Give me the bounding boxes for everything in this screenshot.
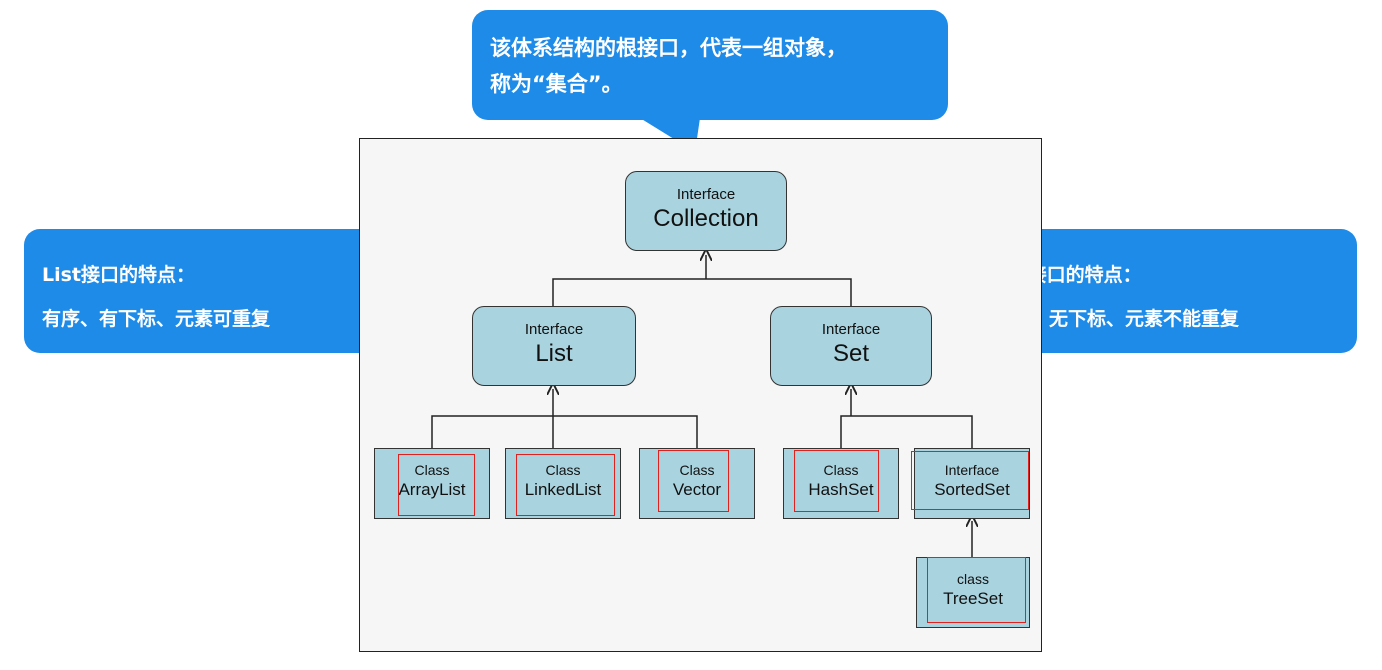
node-kind: Interface xyxy=(821,321,881,338)
node-name: Set xyxy=(832,340,870,367)
node-name: Collection xyxy=(653,205,759,232)
node-kind: Interface xyxy=(676,186,736,203)
connector-list-classes xyxy=(431,415,698,449)
connector-set-children xyxy=(840,415,973,449)
highlight-vector xyxy=(658,450,729,512)
node-collection: Interface Collection xyxy=(625,171,787,251)
node-name: LinkedList xyxy=(524,480,602,499)
node-kind: Interface xyxy=(524,321,584,338)
node-name: SortedSet xyxy=(934,480,1010,499)
list-callout-desc: 有序、有下标、元素可重复 xyxy=(42,308,271,330)
connector-list-set xyxy=(552,278,852,309)
highlight-sortedset xyxy=(911,451,1029,510)
node-kind: Class xyxy=(545,462,581,478)
callout-top-line1: 该体系结构的根接口，代表一组对象， xyxy=(490,36,847,60)
node-hashset: Class HashSet xyxy=(783,448,899,519)
node-name: ArrayList xyxy=(398,480,466,499)
node-kind: Class xyxy=(414,462,450,478)
node-name: HashSet xyxy=(808,480,874,499)
hierarchy-diagram: Interface Collection Interface List Inte… xyxy=(359,138,1042,652)
node-treeset: class TreeSet xyxy=(916,557,1030,628)
node-list: Interface List xyxy=(472,306,636,386)
set-callout-title: Set接口的特点： xyxy=(992,264,1142,286)
node-kind: Interface xyxy=(944,462,1000,478)
list-callout: List接口的特点： 有序、有下标、元素可重复 xyxy=(24,229,408,353)
node-arraylist: Class ArrayList xyxy=(374,448,490,519)
node-kind: Class xyxy=(823,462,859,478)
connector-lines xyxy=(431,139,1043,557)
node-name: TreeSet xyxy=(943,589,1003,608)
node-linkedlist: Class LinkedList xyxy=(505,448,621,519)
root-interface-callout: 该体系结构的根接口，代表一组对象， 称为“集合”。 xyxy=(472,10,948,120)
node-kind: class xyxy=(957,571,989,587)
node-name: List xyxy=(535,340,573,367)
list-callout-title: List接口的特点： xyxy=(42,264,196,286)
node-name: Vector xyxy=(672,480,722,499)
node-set: Interface Set xyxy=(770,306,932,386)
set-callout-desc: 无序、无下标、元素不能重复 xyxy=(992,308,1240,330)
callout-top-line2: 称为“集合”。 xyxy=(490,72,623,96)
highlight-linkedlist xyxy=(516,454,615,516)
node-sortedset: Interface SortedSet xyxy=(914,448,1030,519)
highlight-treeset xyxy=(927,557,1026,623)
node-kind: Class xyxy=(679,462,715,478)
highlight-arraylist xyxy=(398,454,475,516)
highlight-hashset xyxy=(794,450,879,512)
